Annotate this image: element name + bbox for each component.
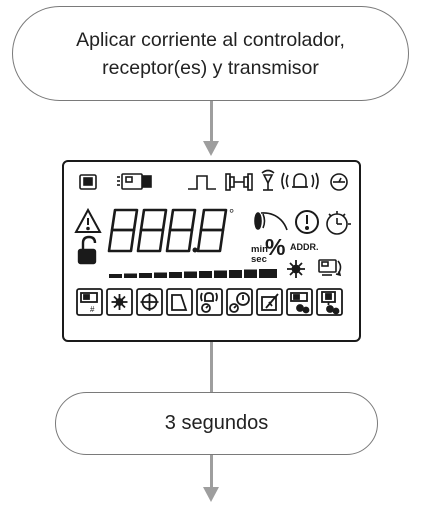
sun-tile-icon (106, 288, 133, 316)
monitor-gears-tile-icon (316, 288, 343, 316)
signal-strength-icon (254, 212, 288, 231)
transmitter-icon (79, 174, 97, 190)
step-box-power-on: Aplicar corriente al controlador, recept… (12, 6, 409, 101)
flow-arrowhead-3 (203, 487, 219, 502)
info-circle-icon (295, 210, 319, 234)
alarm-bell-icon (281, 172, 319, 190)
device-gears-tile-icon (286, 288, 313, 316)
door-tile-icon (166, 288, 193, 316)
device-hash-icon: # (76, 288, 103, 316)
padlock-open-icon (77, 235, 97, 265)
step-text-line-1: Aplicar corriente al controlador, (76, 28, 345, 51)
unit-sec: sec (251, 254, 267, 265)
alarm-clock-tile-icon (226, 288, 253, 316)
addr-label: ADDR. (290, 242, 319, 252)
flow-arrow-2 (210, 342, 213, 392)
flow-arrow-1 (210, 101, 213, 145)
flow-arrowhead-1 (203, 141, 219, 156)
step-text-line-2: receptor(es) y transmisor (102, 56, 319, 79)
step-box-wait: 3 segundos (55, 392, 378, 455)
timer-circle-icon (330, 173, 348, 191)
antenna-icon (261, 169, 275, 191)
percent-sign: % (265, 234, 285, 260)
sensor-pair-icon (117, 173, 152, 190)
pulse-icon (188, 175, 216, 190)
lcd-display: ° min sec % ADDR. # (62, 160, 361, 342)
edit-tile-icon (256, 288, 283, 316)
crosshair-tile-icon (136, 288, 163, 316)
sun-icon (287, 260, 305, 278)
flow-arrow-3 (210, 455, 213, 491)
bar-graph (109, 269, 277, 278)
sensor-swap-icon (318, 259, 342, 277)
warning-triangle-icon (74, 207, 102, 233)
degree-symbol: ° (229, 206, 234, 221)
decimal-point (192, 247, 198, 253)
seven-segment-digits (107, 208, 228, 253)
step-text-wait: 3 segundos (164, 412, 269, 434)
beam-emitter-receiver-icon (225, 173, 253, 191)
bell-clock-tile-icon (196, 288, 223, 316)
svg-text:#: # (90, 305, 95, 314)
timer-clock-icon (326, 211, 351, 235)
digit-readout: ° min sec % ADDR. (107, 206, 319, 265)
unit-min: min (251, 244, 268, 255)
